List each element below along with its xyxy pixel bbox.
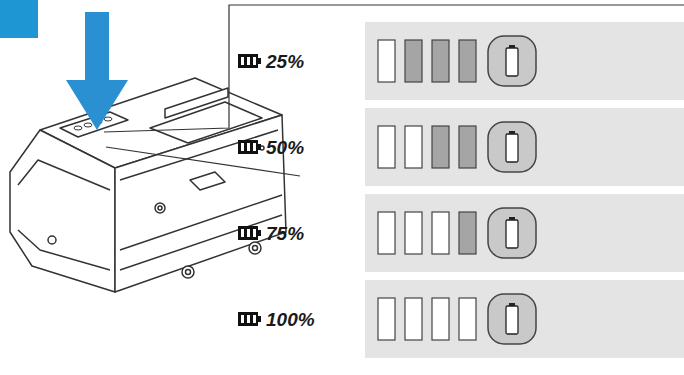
indicator-row — [238, 22, 684, 100]
led-bar — [459, 126, 476, 168]
step-marker — [0, 0, 38, 38]
led-bar — [432, 40, 449, 82]
charge-percent: 100% — [266, 310, 315, 329]
led-bar — [405, 40, 422, 82]
led-bar — [432, 126, 449, 168]
led-bar — [378, 298, 395, 340]
battery-symbol — [509, 131, 515, 134]
battery-symbol — [509, 217, 515, 220]
led-bar — [432, 298, 449, 340]
led-bar — [459, 212, 476, 254]
led-bar — [459, 40, 476, 82]
led-bar — [378, 212, 395, 254]
battery-symbol — [506, 220, 518, 248]
indicator-row — [238, 194, 684, 272]
charge-percent: 25% — [266, 52, 304, 71]
led-bar — [378, 126, 395, 168]
row-band — [365, 280, 684, 358]
indicator-row — [238, 280, 684, 358]
press-arrow — [66, 12, 128, 130]
battery-icon — [238, 140, 261, 154]
led-bar — [459, 298, 476, 340]
battery-pack — [10, 78, 286, 292]
button-symbol — [488, 122, 536, 172]
battery-icon — [238, 312, 261, 326]
battery-symbol — [506, 134, 518, 162]
led-bar — [405, 298, 422, 340]
button-symbol — [488, 208, 536, 258]
led-bar — [432, 212, 449, 254]
led-bar — [378, 40, 395, 82]
row-band — [365, 22, 684, 100]
row-band — [365, 194, 684, 272]
led-bar — [405, 212, 422, 254]
button-symbol — [488, 294, 536, 344]
charge-percent: 50% — [266, 138, 304, 157]
battery-symbol — [509, 303, 515, 306]
row-band — [365, 108, 684, 186]
battery-symbol — [509, 45, 515, 48]
battery-symbol — [506, 306, 518, 334]
battery-symbol — [506, 48, 518, 76]
charge-percent: 75% — [266, 224, 304, 243]
led-bar — [405, 126, 422, 168]
battery-icon — [238, 54, 261, 68]
battery-icon — [238, 226, 261, 240]
button-symbol — [488, 36, 536, 86]
indicator-row — [238, 108, 684, 186]
